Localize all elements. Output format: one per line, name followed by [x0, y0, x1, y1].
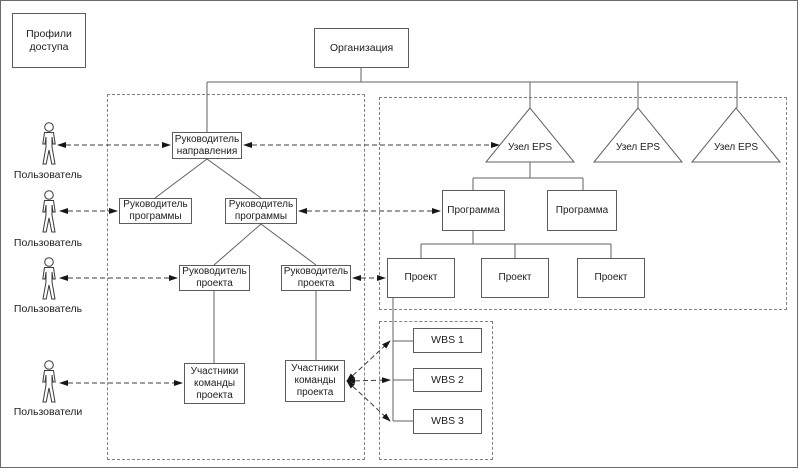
- node-team-members-2: Участники команды проекта: [285, 360, 345, 402]
- node-wbs-2: WBS 2: [413, 368, 482, 392]
- node-program-manager-2: Руководитель программы: [225, 198, 297, 224]
- node-wbs-1: WBS 1: [413, 328, 482, 353]
- user-label-2: Пользователь: [13, 237, 83, 249]
- user-icon-1: [42, 122, 56, 165]
- user-label-3: Пользователь: [13, 303, 83, 315]
- node-direction-manager: Руководитель направления: [172, 132, 242, 159]
- node-team-members-1: Участники команды проекта: [184, 363, 245, 404]
- eps-node-label-1: Узел EPS: [507, 142, 553, 153]
- node-project-3: Проект: [577, 258, 645, 298]
- node-project-manager-2: Руководитель проекта: [281, 265, 351, 291]
- eps-node-label-2: Узел EPS: [615, 142, 661, 153]
- node-project-manager-1: Руководитель проекта: [179, 265, 250, 291]
- eps-node-label-3: Узел EPS: [713, 142, 759, 153]
- node-program-2: Программа: [547, 190, 617, 231]
- node-organization: Организация: [314, 28, 409, 68]
- user-icon-3: [42, 257, 56, 300]
- eps-triangle-2: [592, 107, 684, 163]
- solid-connectors: [154, 68, 738, 422]
- node-program-1: Программа: [442, 190, 505, 231]
- node-program-manager-1: Руководитель программы: [119, 198, 192, 224]
- node-project-1: Проект: [387, 258, 455, 298]
- user-icon-4: [42, 360, 56, 403]
- dashed-access-arrows: [57, 142, 500, 422]
- user-icon-2: [42, 190, 56, 233]
- node-access-profiles: Профили доступа: [12, 13, 86, 68]
- user-label-4: Пользователи: [13, 406, 83, 418]
- container-eps-structure: [379, 97, 787, 310]
- node-wbs-3: WBS 3: [413, 409, 482, 434]
- node-project-2: Проект: [481, 258, 549, 298]
- eps-triangle-3: [690, 107, 782, 163]
- eps-triangle-1: [484, 107, 576, 163]
- user-label-1: Пользователь: [13, 169, 83, 181]
- eps-triangles: [484, 107, 782, 163]
